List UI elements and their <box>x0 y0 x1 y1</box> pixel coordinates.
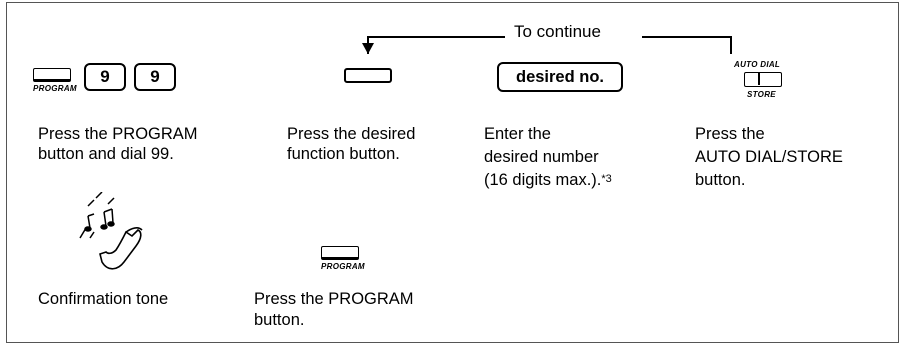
step2-caption-line1: Press the desired <box>287 125 416 143</box>
step6-caption-line1: Press the PROGRAM <box>254 290 414 308</box>
step6-caption-line2: button. <box>254 311 305 329</box>
digit-key-9-second: 9 <box>134 63 176 91</box>
arrow-head <box>362 43 374 54</box>
auto-dial-store-key <box>744 72 782 87</box>
desired-number-key: desired no. <box>497 62 623 92</box>
diagram-frame <box>6 2 899 343</box>
auto-dial-label: AUTO DIAL <box>734 60 781 69</box>
step2-caption-line2: function button. <box>287 145 400 163</box>
step1-caption-line2: button and dial 99. <box>38 145 174 163</box>
store-label: STORE <box>747 90 776 99</box>
confirmation-tone-icon <box>79 192 143 270</box>
function-button-icon <box>344 68 392 83</box>
program-key-label: PROGRAM <box>33 84 77 93</box>
step5-caption: Confirmation tone <box>38 290 169 308</box>
step1-caption-line1: Press the PROGRAM <box>38 125 198 143</box>
program-key-final-label: PROGRAM <box>321 262 365 271</box>
step4-caption-line1: Press the <box>695 125 765 143</box>
footnote-marker: *3 <box>601 173 612 185</box>
program-key <box>33 68 71 82</box>
program-key-final <box>321 246 359 260</box>
step4-caption-line3: button. <box>695 171 746 189</box>
step3-caption-text: (16 digits max.). <box>484 171 602 189</box>
digit-key-9-first: 9 <box>84 63 126 91</box>
step3-caption-line2: desired number <box>484 148 599 166</box>
step3-caption-line1: Enter the <box>484 125 551 143</box>
key-divider <box>758 73 760 85</box>
step3-caption-line3: (16 digits max.).*3 <box>484 170 612 190</box>
step4-caption-line2: AUTO DIAL/STORE <box>695 148 843 166</box>
continue-label: To continue <box>514 22 601 41</box>
